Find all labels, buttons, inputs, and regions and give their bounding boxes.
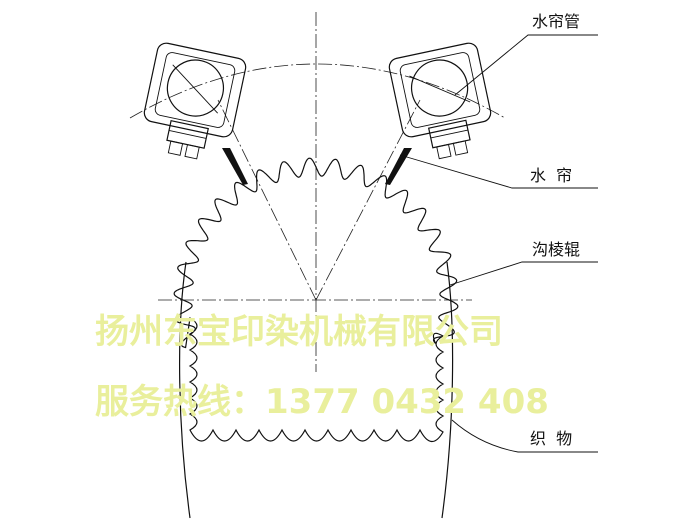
label-water-curtain-pipe: 水帘管 [532, 12, 580, 31]
right-water-curtain-pipe [388, 42, 492, 160]
watermark-company: 扬州东宝印染机械有限公司 [95, 312, 503, 352]
right-radial-line [315, 99, 421, 301]
left-water-curtain-pipe [143, 42, 247, 160]
right-water-curtain-jet [385, 148, 412, 185]
fabric-right-edge [441, 261, 454, 519]
left-water-curtain-jet [222, 148, 248, 185]
label-fabric: 织 物 [530, 429, 572, 448]
watermark-hotline: 服务热线：1377 0432 408 [95, 382, 549, 422]
leader-water-curtain-pipe [454, 34, 598, 96]
leader-grooved-roller [449, 261, 598, 286]
label-grooved-roller: 沟棱辊 [532, 240, 580, 259]
leader-fabric [451, 419, 598, 453]
left-radial-line [217, 99, 317, 301]
pitch-arc [129, 63, 506, 119]
leader-water-curtain [399, 154, 598, 189]
grooved-roller [173, 157, 459, 443]
label-water-curtain: 水 帘 [530, 166, 572, 185]
fabric-left-edge [179, 261, 191, 519]
